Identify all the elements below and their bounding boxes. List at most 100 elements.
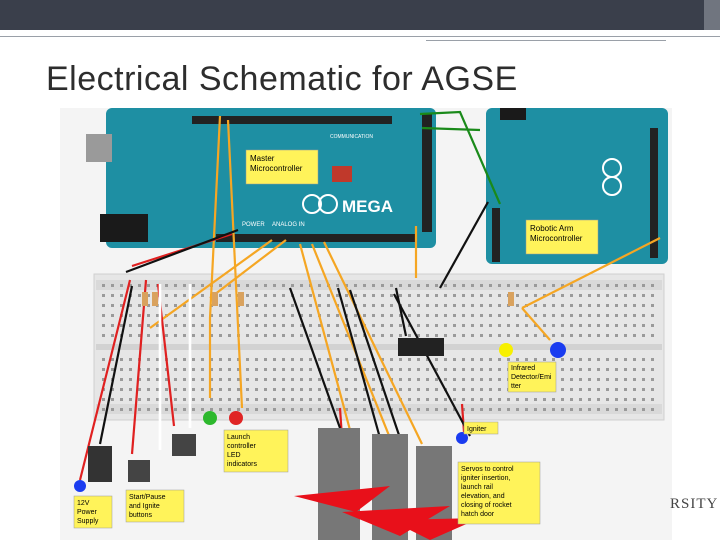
breadboard-hole [264,378,267,381]
breadboard-hole [534,358,537,361]
servos-label-line1: Servos to control [461,466,514,473]
breadboard-hole [264,358,267,361]
wire-black-7 [393,293,471,437]
breadboard-hole [615,388,618,391]
breadboard-hole [336,294,339,297]
breadboard-hole [597,284,600,287]
breadboard-hole [255,388,258,391]
breadboard-hole [111,284,114,287]
breadboard-hole [489,388,492,391]
breadboard-hole [588,334,591,337]
breadboard-hole [228,284,231,287]
breadboard-hole [408,314,411,317]
breadboard-hole [372,324,375,327]
breadboard-hole [327,378,330,381]
servos-label-line5: closing of rocket [461,502,512,509]
breadboard-hole [588,324,591,327]
breadboard-hole [111,358,114,361]
breadboard-hole [597,368,600,371]
breadboard-hole [399,294,402,297]
breadboard-hole [435,314,438,317]
breadboard-hole [651,398,654,401]
breadboard-hole [633,388,636,391]
breadboard-hole [480,368,483,371]
led-label-line2: controller [227,443,256,450]
breadboard-hole [507,334,510,337]
breadboard-hole [408,398,411,401]
breadboard-hole [606,398,609,401]
breadboard-hole [651,314,654,317]
breadboard-hole [453,398,456,401]
breadboard-hole [417,334,420,337]
breadboard-hole [174,294,177,297]
breadboard-hole [147,284,150,287]
wire-orange-10 [521,307,551,341]
breadboard-hole [165,294,168,297]
breadboard-hole [390,368,393,371]
breadboard-hole [147,304,150,307]
breadboard-hole [570,304,573,307]
power-supply-label-box [73,495,113,529]
footer-logo-text: RSITY [670,496,719,512]
breadboard-hole [300,324,303,327]
breadboard-hole [471,314,474,317]
breadboard-hole [606,358,609,361]
breadboard-hole [129,358,132,361]
breadboard-hole [318,408,321,411]
leds [74,342,566,492]
breadboard-hole [327,388,330,391]
master-label-line2: Microcontroller [250,164,303,173]
breadboard-hole [462,398,465,401]
breadboard-hole [210,324,213,327]
breadboard-hole [111,408,114,411]
breadboard-hole [174,304,177,307]
breadboard-hole [606,378,609,381]
breadboard-hole [228,408,231,411]
breadboard-hole [273,378,276,381]
breadboard-hole [426,388,429,391]
breadboard-hole [129,388,132,391]
breadboard-hole [426,334,429,337]
breadboard-hole [273,294,276,297]
breadboard-hole [390,358,393,361]
breadboard-hole [237,284,240,287]
annotation-labels: Infrared Detector/Emi tter Igniter Servo… [73,361,557,529]
breadboard-hole [201,314,204,317]
breadboard-hole [192,314,195,317]
breadboard-hole [597,304,600,307]
breadboard-hole [219,324,222,327]
breadboard-hole [615,334,618,337]
breadboard-hole [480,304,483,307]
breadboard-hole [570,408,573,411]
breadboard-hole [138,304,141,307]
breadboard-hole [102,368,105,371]
breadboard-hole [534,314,537,317]
breadboard-hole [606,388,609,391]
power-led [74,480,86,492]
breadboard-hole [435,408,438,411]
breadboard-hole [201,368,204,371]
breadboard-hole [399,314,402,317]
breadboard-hole [444,398,447,401]
breadboard-hole [543,358,546,361]
breadboard-hole [354,334,357,337]
breadboard-hole [174,398,177,401]
breadboard-hole [318,378,321,381]
breadboard-hole [300,334,303,337]
breadboard-hole [651,368,654,371]
breadboard-hole [156,398,159,401]
breadboard-hole [489,398,492,401]
breadboard-hole [345,358,348,361]
mega-brand: MEGA [342,197,393,216]
breadboard-hole [633,358,636,361]
breadboard-hole [480,398,483,401]
breadboard-hole [201,388,204,391]
breadboard-hole [408,334,411,337]
breadboard-hole [507,314,510,317]
breadboard-hole [651,408,654,411]
breadboard-hole [444,304,447,307]
breadboard-hole [246,388,249,391]
servos-label-box [457,461,541,525]
breadboard-hole [309,368,312,371]
breadboard-hole [651,284,654,287]
